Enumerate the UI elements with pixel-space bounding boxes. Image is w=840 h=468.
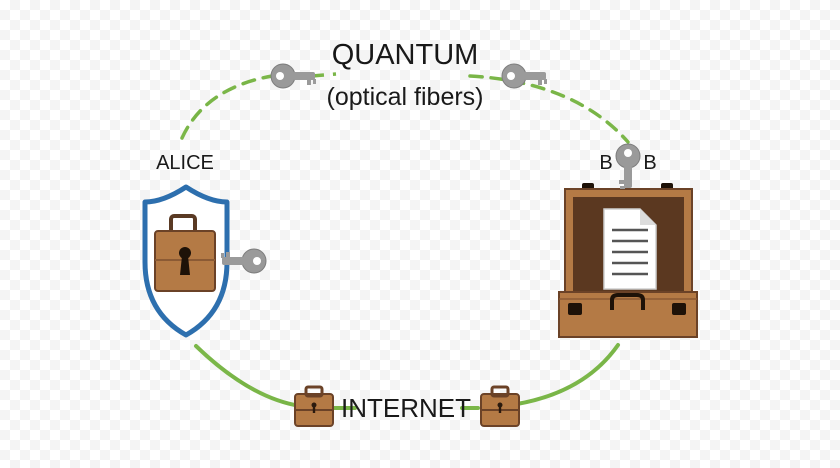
padlock-icon: [154, 214, 216, 292]
quantum-subtitle: (optical fibers): [327, 83, 484, 111]
key-icon: [615, 143, 641, 190]
padlock-icon: [479, 385, 521, 428]
padlock-icon: [293, 385, 335, 428]
key-icon: [270, 63, 317, 89]
bob-label-right: B: [643, 152, 656, 174]
bob-label-left: B: [599, 152, 612, 174]
document-icon: [603, 208, 657, 290]
quantum-label: QUANTUM: [332, 39, 479, 71]
alice-label: ALICE: [156, 152, 214, 174]
internet-channel-line: [194, 343, 620, 410]
quantum-channel-line: [180, 74, 630, 144]
quantum-channel-line-mid: [311, 72, 337, 78]
briefcase-icon: [558, 183, 698, 338]
internet-label: INTERNET: [341, 393, 471, 423]
